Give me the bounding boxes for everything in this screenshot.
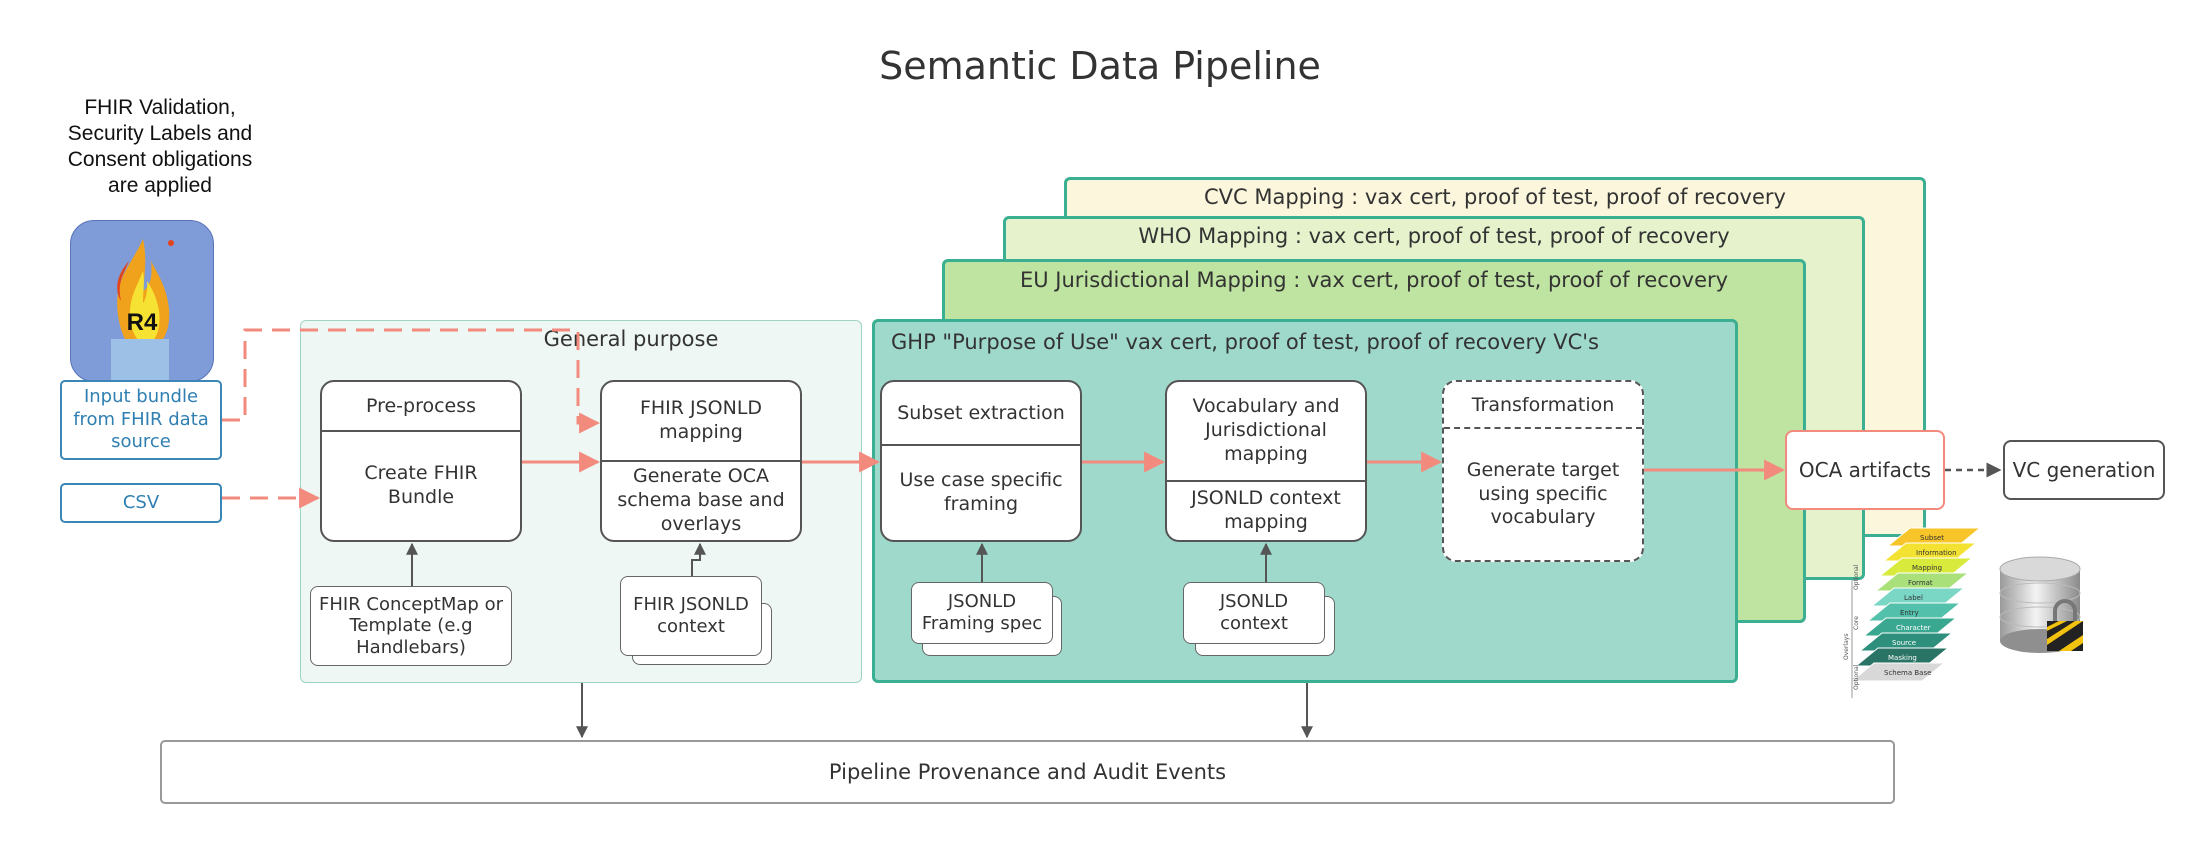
vocabulary-mapping-body: JSONLD context mapping (1191, 487, 1341, 533)
oca-side-label: Core (1853, 616, 1860, 630)
input-arrow (691, 542, 706, 576)
fhir-logo-label: R4 (126, 309, 158, 336)
validation-note-line: FHIR Validation, (84, 96, 236, 119)
oca-layer-label: Entry (1900, 609, 1919, 617)
conceptmap-template-doc[interactable]: FHIR ConceptMap or Template (e.g Handleb… (310, 586, 512, 666)
oca-layer-label: Format (1908, 579, 1933, 587)
transformation-body: Generate target using specific vocabular… (1466, 458, 1620, 529)
oca-side-label: Overlays (1843, 634, 1850, 660)
fhir-jsonld-mapping-body: Generate OCA schema base and overlays (617, 465, 785, 535)
subset-extraction-header: Subset extraction (882, 382, 1080, 446)
vc-generation-output[interactable]: VC generation (2003, 440, 2165, 500)
preprocess-step[interactable]: Pre-process Create FHIR Bundle (320, 380, 522, 542)
preprocess-header: Pre-process (322, 382, 520, 432)
cvc-mapping-title: CVC Mapping : vax cert, proof of test, p… (1204, 185, 1786, 209)
validation-note: FHIR Validation, Security Labels and Con… (40, 95, 280, 199)
oca-layer-label: Schema Base (1884, 669, 1931, 677)
fhir-r4-logo: R4 (70, 220, 214, 382)
preprocess-body: Create FHIR Bundle (364, 462, 478, 508)
jsonld-context-doc[interactable]: JSONLD context (1183, 582, 1325, 644)
secure-database-icon (1995, 555, 2095, 665)
fhir-jsonld-mapping-step[interactable]: FHIR JSONLD mapping Generate OCA schema … (600, 380, 802, 542)
transformation-header: Transformation (1444, 382, 1642, 429)
subset-extraction-step[interactable]: Subset extraction Use case specific fram… (880, 380, 1082, 542)
validation-note-line: Consent obligations (67, 148, 253, 171)
oca-layer-label: Information (1916, 549, 1957, 557)
ghp-purpose-title: GHP "Purpose of Use" vax cert, proof of … (891, 330, 1599, 354)
subset-extraction-body: Use case specific framing (899, 469, 1063, 515)
fhir-jsonld-mapping-header: FHIR JSONLD mapping (602, 382, 800, 462)
input-bundle-source[interactable]: Input bundle from FHIR data source (60, 380, 222, 460)
flame-icon (117, 239, 174, 353)
oca-layer-label: Masking (1888, 654, 1917, 662)
oca-layer: Schema Base (1850, 662, 1946, 682)
pipeline-provenance-bar: Pipeline Provenance and Audit Events (160, 740, 1895, 804)
general-purpose-title: General purpose (543, 327, 719, 351)
oca-layer-label: Label (1904, 594, 1923, 602)
vocabulary-mapping-header: Vocabulary and Jurisdictional mapping (1167, 382, 1365, 482)
csv-source[interactable]: CSV (60, 483, 222, 523)
oca-layer-label: Source (1892, 639, 1916, 647)
input-bundle-connector (222, 328, 601, 434)
page-title: Semantic Data Pipeline (879, 44, 1321, 88)
who-mapping-title: WHO Mapping : vax cert, proof of test, p… (1138, 224, 1730, 248)
oca-layer-stack-graphic: SubsetInformationMappingFormatLabelEntry… (1843, 527, 1982, 698)
oca-layer-label: Subset (1920, 534, 1944, 542)
jsonld-framing-spec-doc[interactable]: JSONLD Framing spec (911, 582, 1053, 644)
validation-note-line: Security Labels and (67, 122, 253, 145)
transformation-step[interactable]: Transformation Generate target using spe… (1442, 380, 1644, 562)
eu-mapping-title: EU Jurisdictional Mapping : vax cert, pr… (1019, 268, 1729, 292)
oca-artifacts-output[interactable]: OCA artifacts (1785, 430, 1945, 510)
oca-layer-label: Mapping (1912, 564, 1942, 572)
oca-layer-label: Character (1896, 624, 1931, 632)
oca-side-label: Optional (1853, 664, 1860, 690)
vocabulary-mapping-step[interactable]: Vocabulary and Jurisdictional mapping JS… (1165, 380, 1367, 542)
oca-side-label: Optional (1853, 564, 1860, 590)
fhir-jsonld-context-doc[interactable]: FHIR JSONLD context (620, 576, 762, 656)
validation-note-line: are applied (108, 174, 212, 197)
